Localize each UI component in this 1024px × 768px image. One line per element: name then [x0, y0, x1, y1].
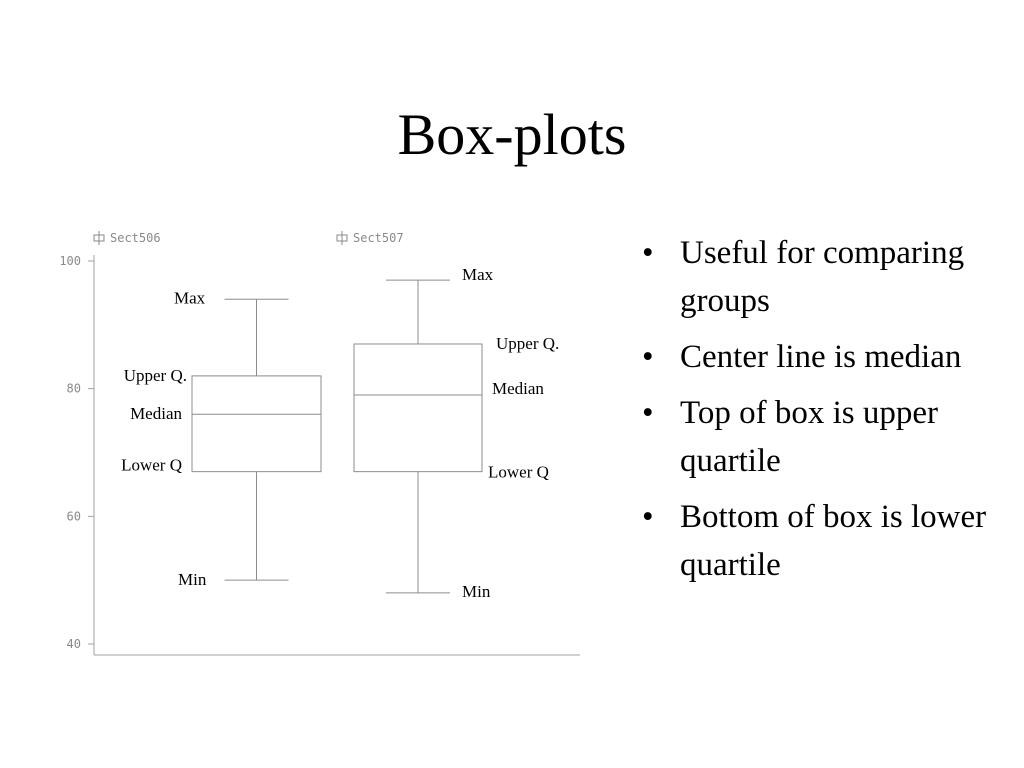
group-label: Sect506 — [110, 231, 161, 245]
y-tick-label: 80 — [67, 382, 81, 396]
q1-annotation: Lower Q — [121, 456, 182, 475]
median-annotation: Median — [492, 379, 544, 398]
q1-annotation: Lower Q — [488, 463, 549, 482]
median-annotation: Median — [130, 404, 182, 423]
bullet-text: Useful for comparing groups — [680, 235, 965, 319]
y-tick-label: 40 — [67, 637, 81, 651]
q3-annotation: Upper Q. — [124, 366, 187, 385]
bullet-item: • Top of box is upper quartile — [640, 389, 1010, 485]
min-annotation: Min — [462, 582, 491, 601]
bullet-icon: • — [642, 499, 654, 535]
boxplot-icon — [93, 234, 105, 242]
bullet-item: • Center line is median — [640, 333, 1010, 381]
bullet-text: Center line is median — [680, 339, 962, 375]
bullet-icon: • — [642, 339, 654, 375]
bullet-item: • Bottom of box is lower quartile — [640, 493, 1010, 589]
bullet-icon: • — [642, 235, 654, 271]
min-annotation: Min — [178, 570, 207, 589]
bullet-item: • Useful for comparing groups — [640, 229, 1010, 325]
bullet-icon: • — [642, 395, 654, 431]
max-annotation: Max — [462, 265, 494, 284]
y-tick-label: 60 — [67, 509, 81, 523]
iqr-box — [353, 343, 483, 473]
bullet-list: • Useful for comparing groups • Center lin… — [640, 229, 1010, 597]
bullet-text: Top of box is upper quartile — [680, 395, 938, 479]
group-label: Sect507 — [353, 231, 404, 245]
max-annotation: Max — [174, 288, 206, 307]
iqr-box — [191, 375, 322, 473]
q3-annotation: Upper Q. — [496, 334, 559, 353]
slide-title: Box-plots — [397, 102, 627, 167]
boxplot-icon — [336, 234, 348, 242]
y-tick-label: 100 — [59, 254, 81, 268]
bullet-text: Bottom of box is lower quartile — [680, 499, 987, 583]
